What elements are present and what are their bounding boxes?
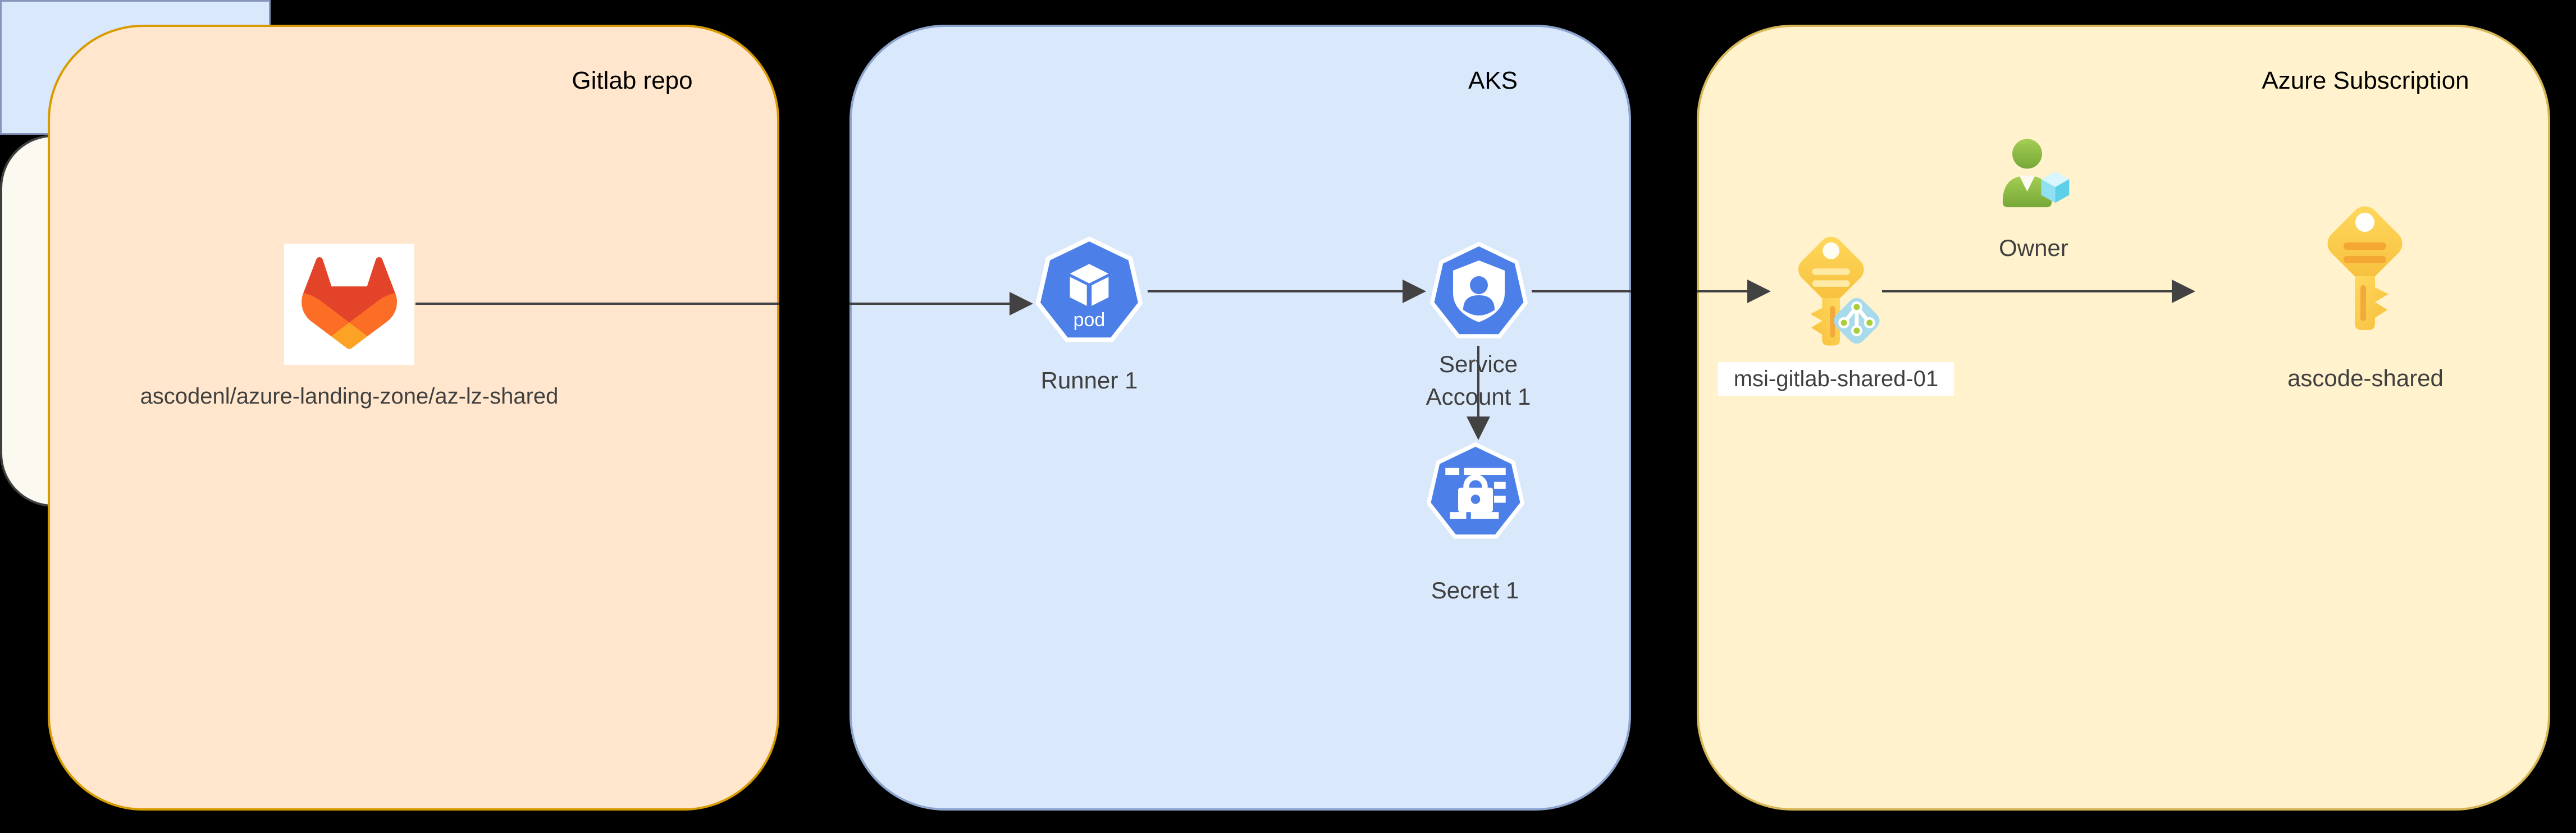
resource-cube-icon [2041,171,2070,203]
gitlab-logo-icon[interactable] [284,244,414,365]
gitlab-tanuki-icon [302,257,397,349]
connector-runner-to-service-account [1148,290,1404,292]
owner-label: Owner [1999,235,2068,261]
connector-service-account-to-msi-left-segment [1532,290,1631,292]
azure-ad-badge-icon [1834,298,1880,344]
shield-person-icon [1453,260,1505,322]
arrowhead-into-runner [1010,292,1033,315]
secret-heptagon [1431,446,1520,535]
arrowhead-into-ascode-shared [2172,280,2195,303]
key-shape [1798,236,1864,346]
k8s-pod-icon[interactable]: pod [1030,233,1148,351]
pod-heptagon: pod [1040,241,1138,338]
secret-heptagon-outline [1426,442,1525,539]
service-account-heptagon-outline [1429,241,1528,338]
gitlab-repo-container[interactable] [48,25,779,811]
k8s-secret-icon[interactable] [1422,439,1529,547]
service-account-label: Service Account 1 [1426,351,1531,410]
lock-lines-icon [1445,468,1506,519]
arrowhead-into-msi [1747,280,1771,303]
msi-label: msi-gitlab-shared-01 [1718,362,1954,396]
connector-service-account-to-secret [1477,346,1479,418]
pod-heptagon-outline: pod [1035,236,1143,342]
pod-badge-text: pod [1073,309,1106,331]
aks-container-title: AKS [1468,67,1518,94]
arrowhead-into-service-account [1403,280,1426,303]
managed-identity-key-icon[interactable] [1787,229,1885,351]
owner-person-icon[interactable] [1990,134,2078,218]
connector-gitlab-to-runner-left-segment [415,303,779,305]
aks-container[interactable] [849,25,1631,811]
k8s-service-account-icon[interactable] [1425,239,1533,346]
arrowhead-into-secret [1467,417,1490,440]
gitlab-container-title: Gitlab repo [572,67,693,94]
cube-icon [1070,264,1109,306]
runner-label: Runner 1 [1040,367,1138,393]
connector-msi-to-ascode-shared [1882,290,2173,292]
azure-subscription-container[interactable] [1697,25,2550,811]
azure-container-title: Azure Subscription [2262,67,2469,94]
service-account-heptagon [1434,246,1524,335]
connector-service-account-to-msi-right-segment [1697,290,1748,292]
connector-gitlab-to-runner-right-segment [849,303,1011,305]
ascode-shared-label: ascode-shared [2287,365,2443,391]
secret-label: Secret 1 [1431,577,1519,603]
repo-path-label: ascodenl/azure-landing-zone/az-lz-shared [140,384,559,409]
azure-key-icon[interactable] [2314,198,2415,337]
